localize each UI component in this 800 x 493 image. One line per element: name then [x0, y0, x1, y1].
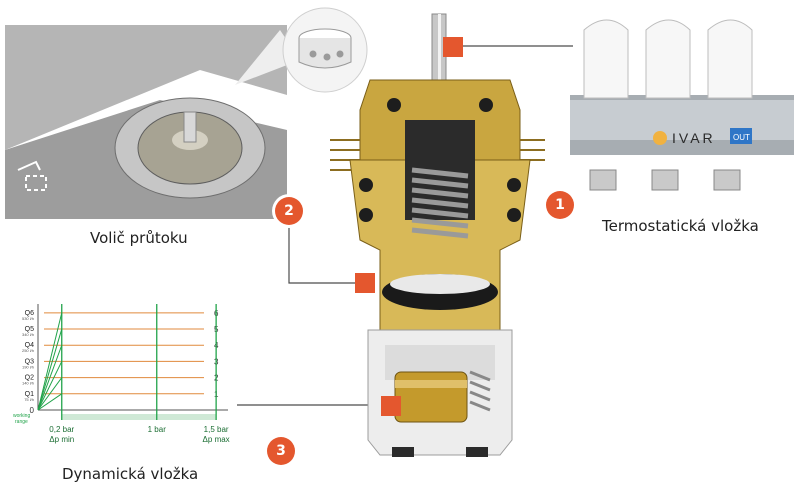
chart-x-sublabel-1: Δp min — [49, 435, 74, 444]
chart-x-sublabel-3: Δp max — [203, 435, 230, 444]
flow-selector-photo — [5, 7, 368, 219]
marker-flow-selector — [355, 273, 375, 293]
thermo-heads-photo — [570, 19, 794, 191]
marker-thermostatic-insert — [443, 37, 463, 57]
chart-y-label-2: Q2 — [25, 375, 34, 382]
chart-y-label-1: Q1 — [25, 391, 34, 398]
chart-y-sublabel-1: 75 l/h — [24, 397, 34, 402]
caption-flow-selector: Volič průtoku — [90, 229, 188, 247]
chart-y-sublabel-5: 340 l/h — [22, 332, 34, 337]
working-range-label-2: range — [15, 419, 28, 425]
chart-x-tick-3: 1,5 bar — [204, 425, 229, 434]
caption-dynamic-insert: Dynamická vložka — [62, 465, 199, 483]
valve-cutaway — [330, 13, 545, 457]
chart-y-label-3: Q3 — [25, 358, 34, 365]
flow-ramp-6 — [37, 312, 63, 411]
badge-3: 3 — [267, 437, 295, 465]
flow-ramp-2 — [37, 377, 63, 411]
badge-2: 2 — [275, 197, 303, 225]
chart-y-sublabel-2: 140 l/h — [22, 381, 34, 386]
brand-logo: IVAR — [672, 130, 716, 146]
chart-y-sublabel-4: 250 l/h — [22, 348, 34, 353]
connector-line-2 — [288, 205, 362, 284]
chart-x-tick-1: 0,2 bar — [49, 425, 74, 434]
marker-dynamic-insert — [381, 396, 401, 416]
chart-x-tick-2: 1 bar — [148, 425, 167, 434]
working-range-band — [61, 414, 217, 420]
chart-y-label-5: Q5 — [25, 326, 34, 333]
chart-y-sublabel-6: 530 l/h — [22, 316, 34, 321]
flow-ramp-1 — [37, 393, 63, 411]
flow-ramp-4 — [37, 345, 63, 411]
flow-ramp-5 — [37, 328, 63, 411]
chart-y-label-6: Q6 — [25, 310, 34, 317]
flow-ramp-3 — [37, 361, 63, 411]
badge-1: 1 — [546, 191, 574, 219]
chart-y-label-4: Q4 — [25, 342, 34, 349]
chart-y-sublabel-3: 190 l/h — [22, 364, 34, 369]
caption-thermostatic-insert: Termostatická vložka — [602, 217, 759, 235]
chart-y-zero-label: 0 — [30, 406, 35, 415]
brand-tag: OUT — [733, 133, 750, 142]
working-range-label: working — [13, 413, 30, 419]
